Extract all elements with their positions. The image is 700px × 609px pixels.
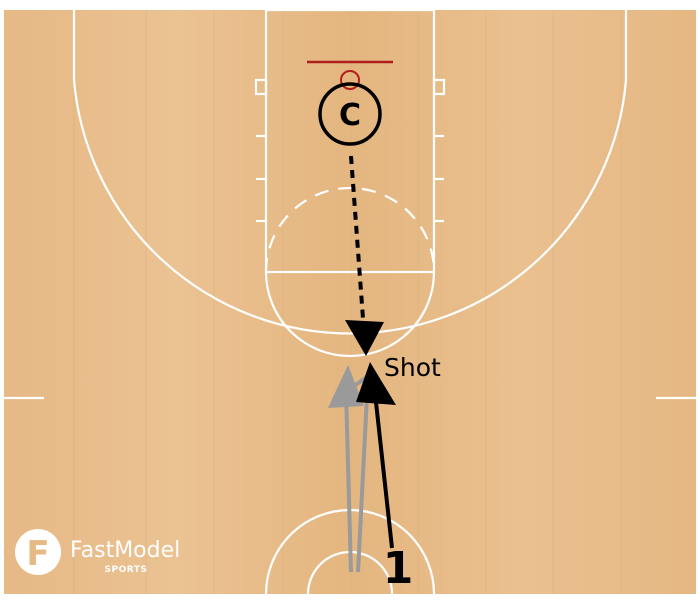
free-throw-lane [264, 8, 436, 274]
rim [340, 70, 360, 90]
logo-glyph: F [26, 534, 49, 574]
player-cut-arrow [372, 383, 394, 549]
three-point-line [72, 10, 628, 335]
free-throw-circle-solid [264, 271, 436, 358]
shot-label: Shot [384, 353, 441, 382]
gray-arrowhead [328, 365, 364, 408]
brand-name: FastModel [70, 538, 180, 563]
court-lines [4, 8, 696, 595]
player-label: 1 [383, 543, 414, 594]
coach-label: C [339, 98, 361, 133]
gray-cut-arrow [344, 374, 370, 573]
free-throw-circle-dashed [264, 186, 436, 273]
brand-sub: SPORTS [105, 565, 148, 575]
lane-block-right [432, 78, 446, 96]
pass-arrowhead [345, 320, 384, 356]
coach-marker: C [318, 82, 382, 146]
pass-arrow [349, 155, 366, 333]
wood-planks [73, 10, 622, 594]
fastmodel-logo-icon: F [15, 529, 61, 575]
lane-block-left [254, 78, 268, 96]
player-arrowhead [356, 362, 396, 405]
